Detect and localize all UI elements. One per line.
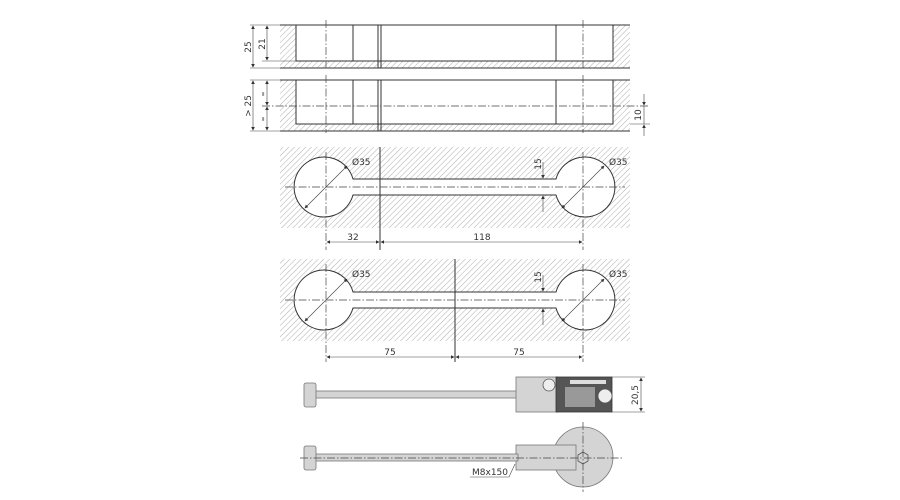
dim-height-25: 25 (244, 41, 254, 52)
side-view-2: > 25 = = 10 (244, 75, 650, 136)
dim-height-min: > 25 (244, 95, 254, 117)
slot-width: 15 (534, 158, 544, 169)
fitting-side-view: 20,5 (303, 376, 645, 413)
dist-left: 32 (347, 233, 358, 243)
equal-mark-bottom: = (260, 116, 267, 121)
dist-right: 118 (473, 233, 490, 243)
fitting-body (515, 444, 577, 471)
bolt-head (303, 382, 317, 408)
bolt-rod (314, 453, 519, 462)
hole-dia-right: Ø35 (609, 269, 628, 280)
dim-height-21: 21 (258, 38, 268, 49)
plan-view-2: Ø35 Ø35 15 75 75 (280, 259, 630, 362)
thread-label: M8x150 (472, 468, 508, 478)
screw-icon (542, 378, 556, 392)
dim-offset-10: 10 (634, 109, 644, 121)
hole-dia-left: Ø35 (352, 269, 371, 280)
side-view-1: 25 21 (244, 20, 630, 70)
slot-width: 15 (534, 271, 544, 282)
screw-icon (597, 388, 613, 404)
fitting-top-view: M8x150 (300, 422, 622, 492)
hole-dia-right: Ø35 (609, 157, 628, 168)
plan-view-1: Ø35 Ø35 15 32 118 (280, 147, 630, 250)
bolt-rod (314, 390, 521, 399)
dim-height-fitting: 20,5 (631, 385, 641, 405)
dist-right: 75 (513, 348, 524, 358)
hole-dia-left: Ø35 (352, 157, 371, 168)
dist-left: 75 (384, 348, 395, 358)
equal-mark-top: = (260, 91, 267, 96)
